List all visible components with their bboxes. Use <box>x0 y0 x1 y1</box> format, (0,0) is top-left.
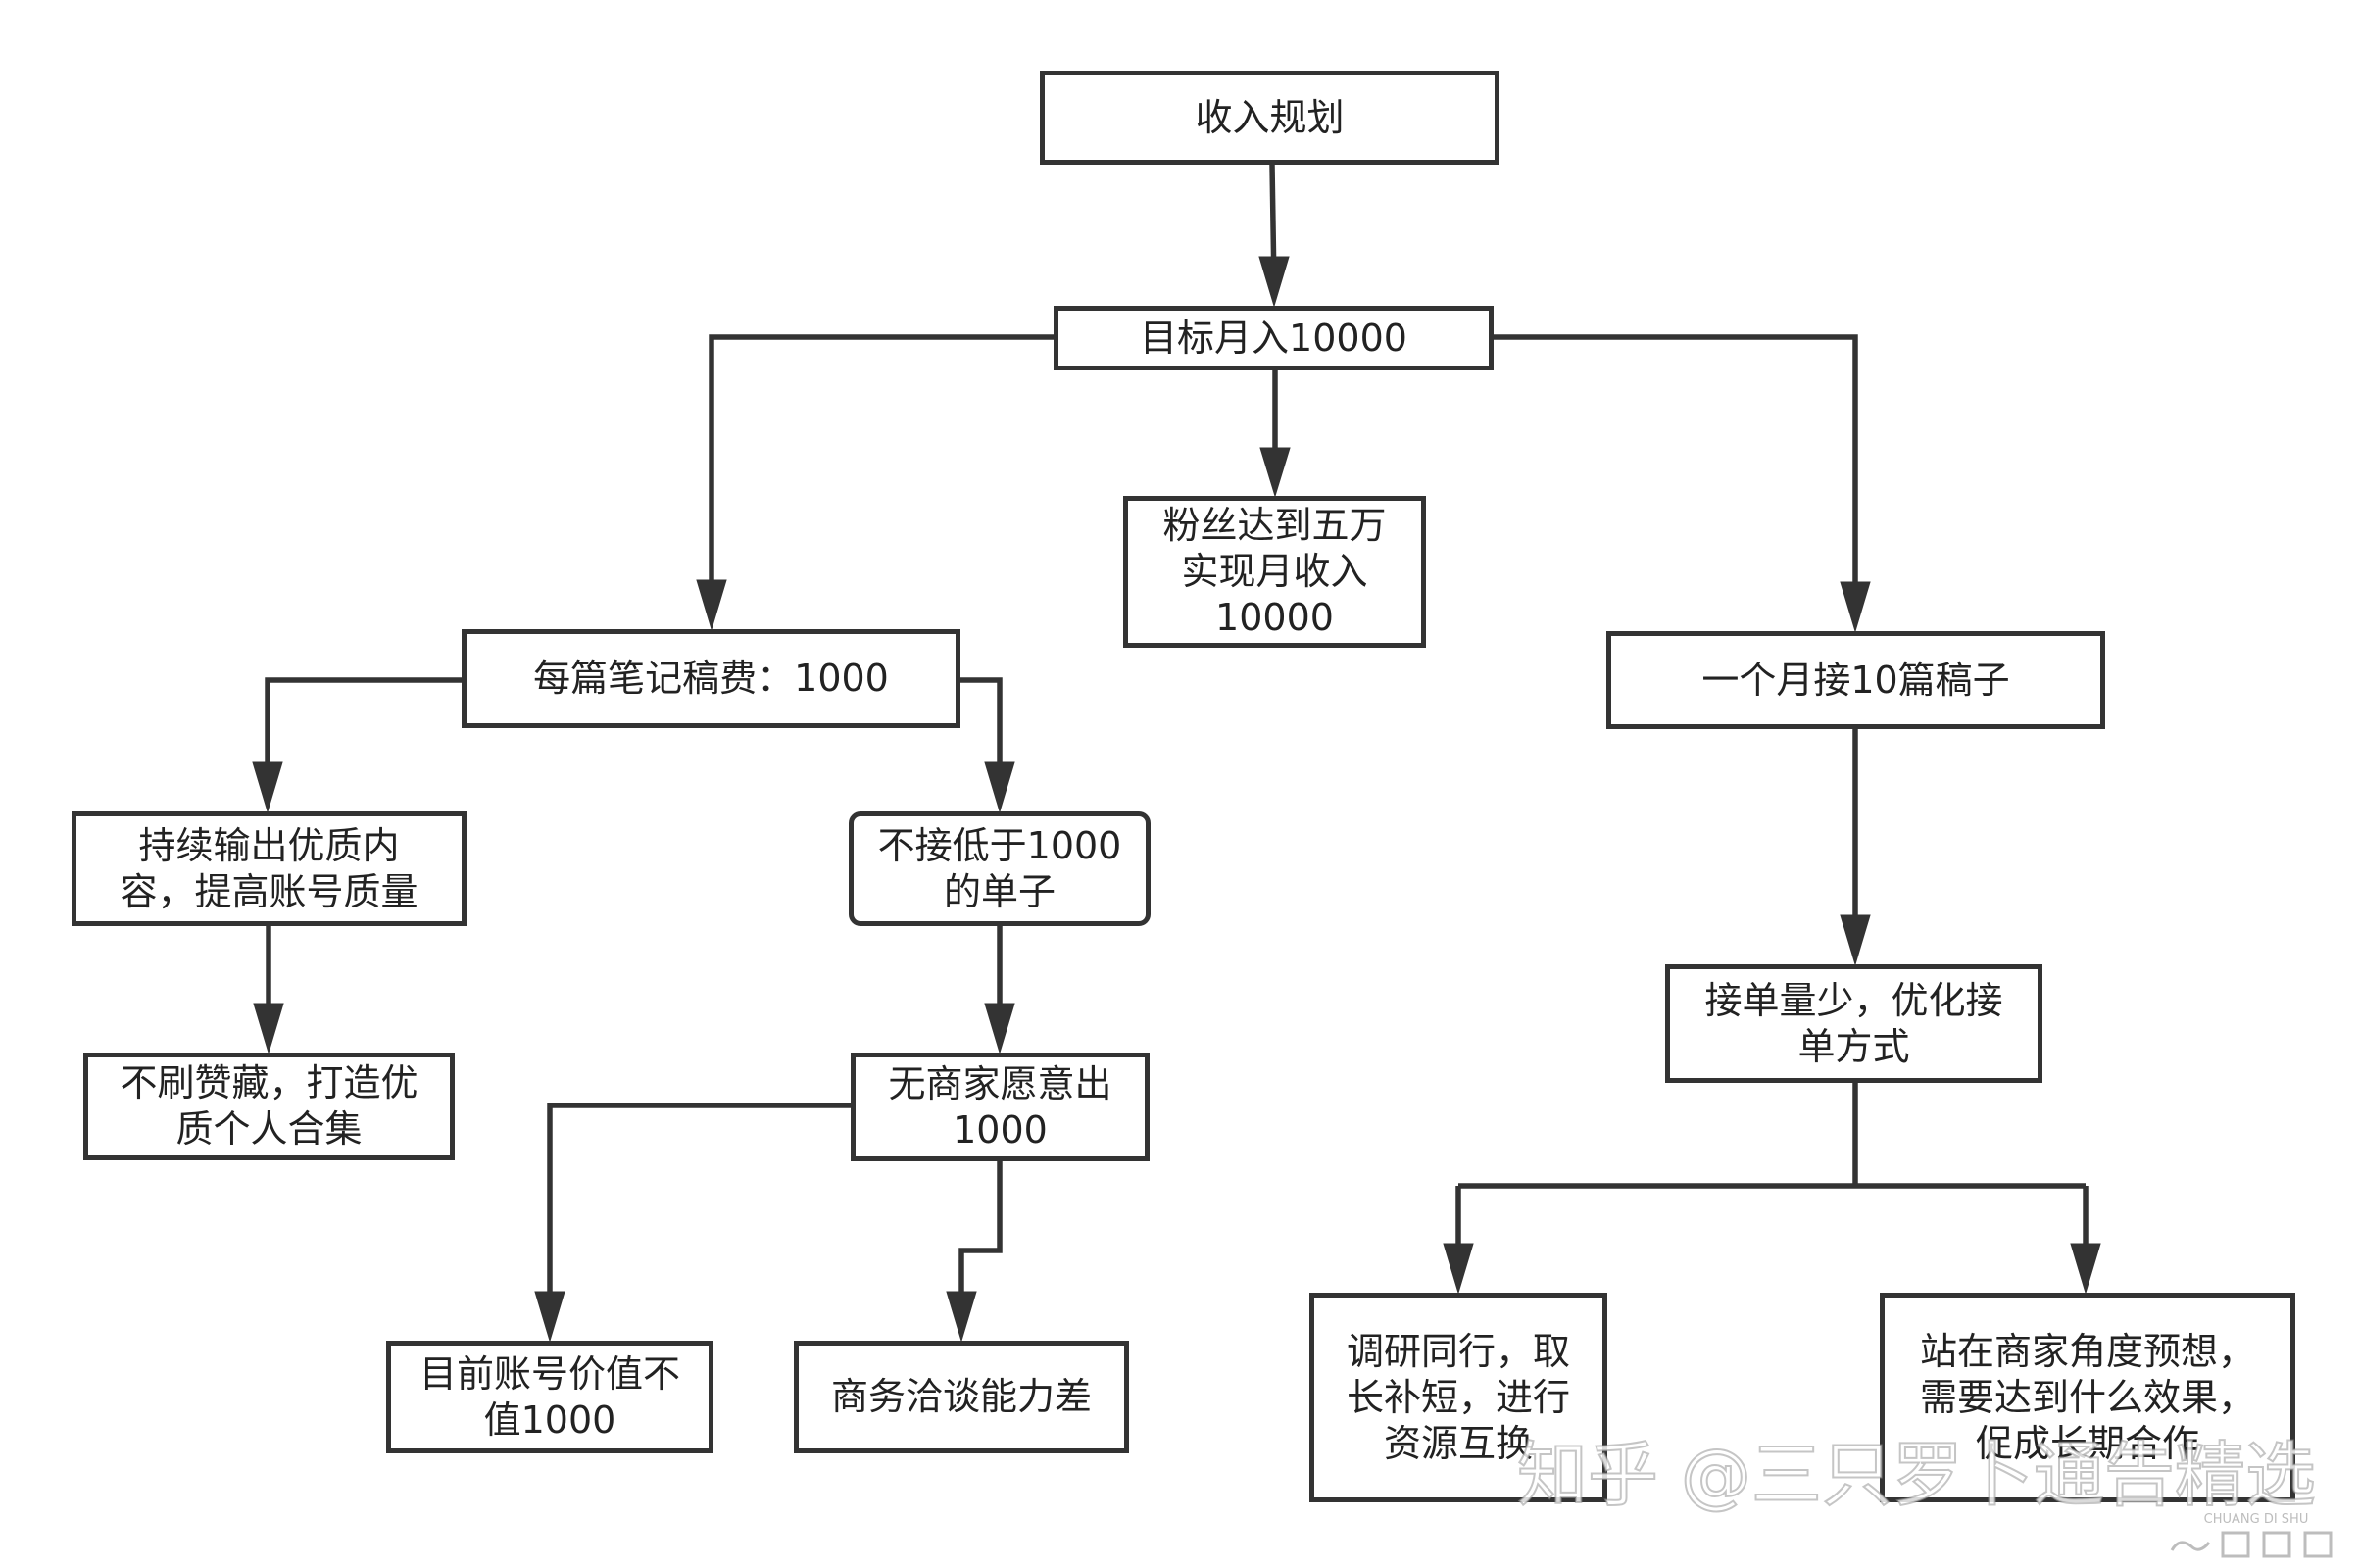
node-optimize: 接单量少，优化接 单方式 <box>1665 964 2042 1083</box>
arrowhead-collection <box>253 1003 284 1054</box>
arrowhead-quality <box>252 761 283 813</box>
edge-nomerchant-worth <box>547 1102 853 1317</box>
node-fee: 每篇笔记稿费：1000 <box>462 629 960 728</box>
edge-goal-fee <box>709 334 1056 606</box>
arrowhead-worth <box>534 1291 565 1343</box>
node-no-merchant: 无商家愿意出 1000 <box>851 1053 1150 1161</box>
edge-fee-nolow <box>958 677 1003 788</box>
watermark-logo-icon: CHUANG DI SHU <box>2170 1512 2333 1558</box>
arrowhead-optimize <box>1840 914 1871 966</box>
node-merchant-view: 站在商家角度预想， 需要达到什么效果， 促成长期合作 <box>1880 1293 2295 1502</box>
arrowhead-negotiation <box>946 1291 977 1343</box>
watermark-logo-caption: CHUANG DI SHU <box>2204 1512 2309 1527</box>
arrowhead-fans <box>1259 447 1291 498</box>
node-collection: 不刷赞藏，打造优 质个人合集 <box>83 1053 455 1160</box>
edge-goal-monthly <box>1492 334 1858 608</box>
arrowhead-goal <box>1258 256 1290 308</box>
arrowhead-nolow <box>984 761 1015 813</box>
arrowhead-nomerchant <box>984 1003 1015 1054</box>
watermark-text: 知乎 @三只罗卜通告精选 <box>1516 1433 2317 1517</box>
arrowhead-research <box>1443 1243 1474 1295</box>
arrowhead-merchantview <box>2070 1243 2101 1295</box>
node-root: 收入规划 <box>1040 71 1499 165</box>
node-fans: 粉丝达到五万 实现月收入 10000 <box>1123 496 1426 648</box>
edge-nomerchant-negotiation <box>958 1159 1003 1317</box>
node-worth: 目前账号价值不 值1000 <box>386 1341 713 1453</box>
node-goal: 目标月入10000 <box>1054 306 1494 370</box>
node-no-low: 不接低于1000 的单子 <box>849 811 1151 926</box>
edge-fee-quality <box>265 677 464 788</box>
arrowhead-fee <box>696 579 727 631</box>
node-monthly: 一个月接10篇稿子 <box>1606 631 2105 729</box>
arrowhead-monthly <box>1840 581 1871 633</box>
node-quality: 持续输出优质内 容，提高账号质量 <box>72 811 467 926</box>
node-research: 调研同行，取 长补短，进行 资源互换 <box>1309 1293 1607 1502</box>
node-negotiation: 商务洽谈能力差 <box>794 1341 1129 1453</box>
